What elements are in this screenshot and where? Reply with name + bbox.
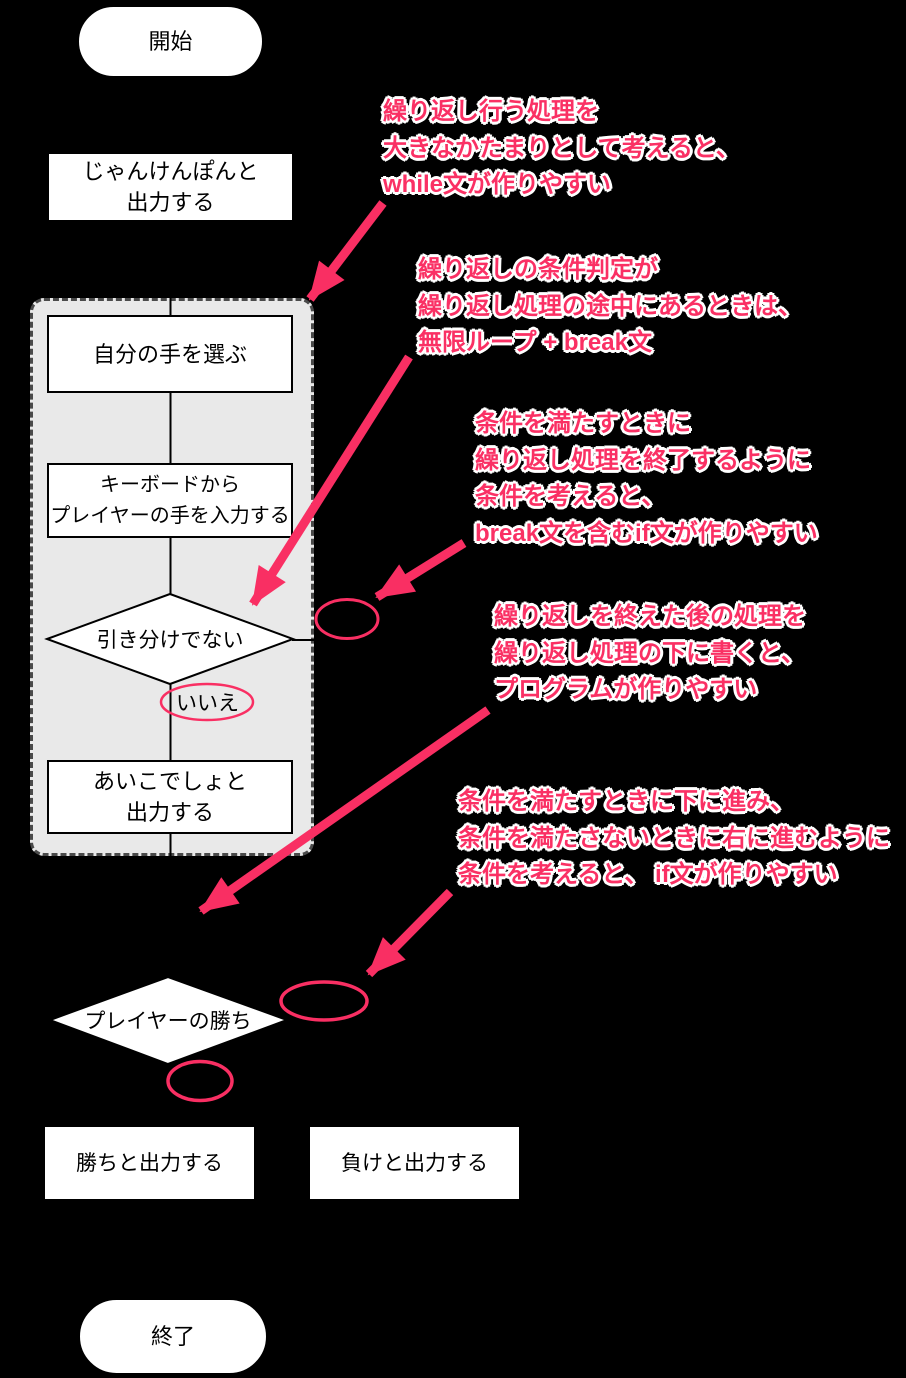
annotation-while-hint: 繰り返し行う処理を 大きなかたまりとして考えると、 while文が作りやすい <box>383 98 740 198</box>
blank-circle-win-down <box>166 1059 234 1103</box>
blank-circle-loop-exit <box>314 598 380 640</box>
decision-not-draw-label: 引き分けでない <box>96 629 244 652</box>
arrow-if-hint <box>365 888 454 978</box>
terminal-start: 開始 <box>77 5 264 78</box>
arrow-break-if-hint <box>374 539 467 601</box>
annotation-if-hint: 条件を満たすときに下に進み、 条件を満たさないときに右に進むように 条件を考える… <box>458 788 890 888</box>
annotation-break-if-hint: 条件を満たすときに 繰り返し処理を終了するように 条件を考えると、 break文… <box>475 410 818 547</box>
annotation-after-loop-hint: 繰り返しを終えた後の処理を 繰り返し処理の下に書くと、 プログラムが作りやすい <box>494 603 806 703</box>
arrow-after-loop-hint <box>198 706 491 915</box>
branch-no-label: いいえ <box>176 692 239 715</box>
arrow-while-hint <box>306 200 387 302</box>
process-input-hand: キーボードから プレイヤーの手を入力する <box>47 463 293 538</box>
process-output-aiko: あいこでしょと 出力する <box>47 760 293 834</box>
process-output-lose: 負けと出力する <box>308 1125 521 1201</box>
process-output-win: 勝ちと出力する <box>43 1125 256 1201</box>
blank-circle-win-right <box>279 980 369 1022</box>
arrow-infinite-loop-hint <box>249 354 413 607</box>
process-choose-hand: 自分の手を選ぶ <box>47 315 293 393</box>
decision-not-draw-diamond <box>44 592 296 686</box>
decision-player-win-diamond <box>47 975 290 1066</box>
terminal-end: 終了 <box>78 1298 268 1375</box>
circle-no-answer <box>159 682 255 722</box>
decision-player-win-label: プレイヤーの勝ち <box>84 1010 252 1033</box>
annotation-infinite-loop-hint: 繰り返しの条件判定が 繰り返し処理の途中にあるときは、 無限ループ + brea… <box>418 256 802 356</box>
process-output-janken: じゃんけんぽんと 出力する <box>47 152 294 222</box>
